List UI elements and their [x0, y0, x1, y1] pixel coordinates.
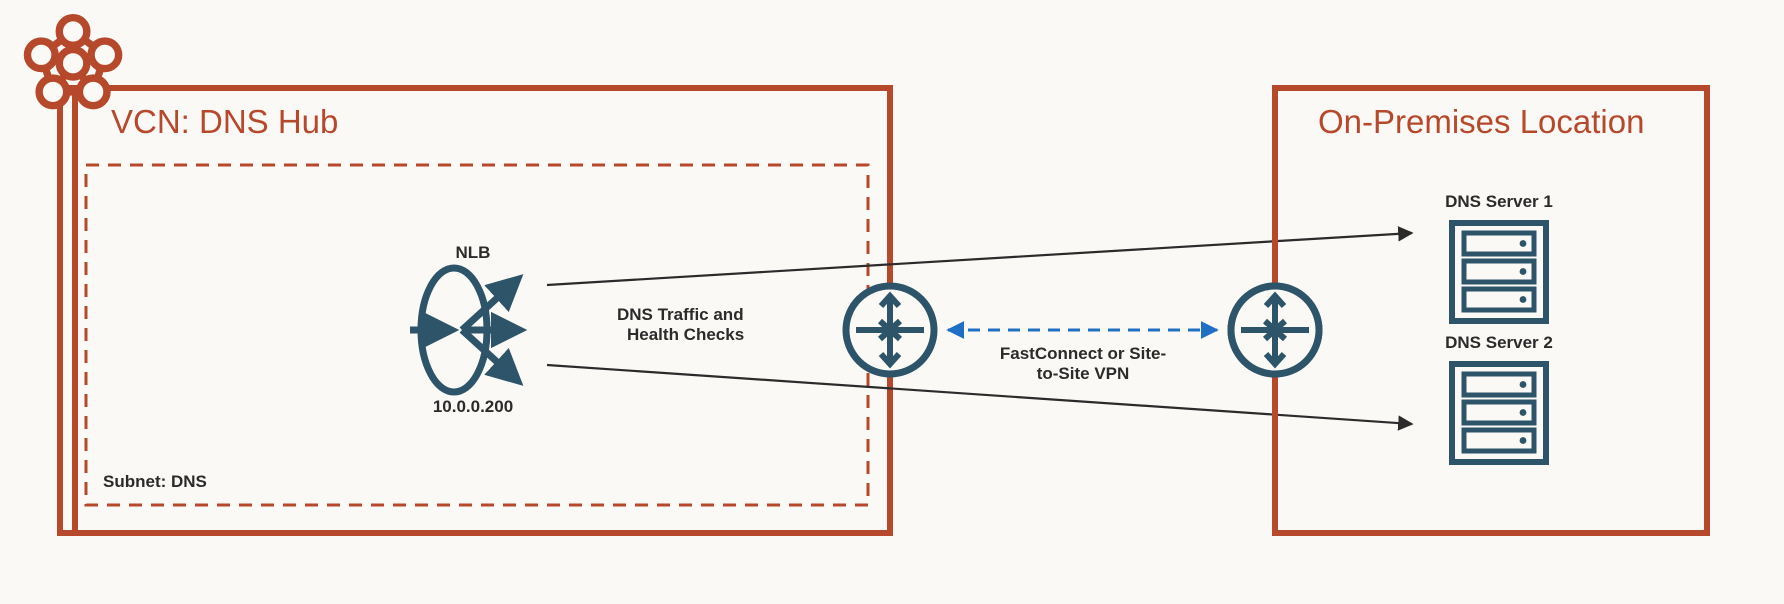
server-rack-icon — [1449, 220, 1549, 324]
server-led — [1519, 437, 1527, 444]
server-led — [1519, 409, 1527, 416]
dns-server-2[interactable]: DNS Server 2 — [1445, 333, 1553, 465]
connector-nlb-to-dns-server-2 — [546, 363, 1414, 431]
subnet-label: Subnet: DNS — [103, 472, 207, 491]
nlb-ip-address: 10.0.0.200 — [433, 397, 513, 416]
server-rack-slot — [1461, 371, 1537, 398]
server-led — [1519, 268, 1527, 275]
dns-traffic-label-line2: Health Checks — [627, 325, 744, 344]
server-rack-slot — [1461, 427, 1537, 454]
server-led — [1519, 240, 1527, 247]
nlb-label: NLB — [456, 243, 491, 262]
vpn-label-line1: FastConnect or Site- — [1000, 344, 1166, 363]
router-icon — [856, 291, 924, 369]
vcn-title: VCN: DNS Hub — [111, 103, 338, 140]
onprem-edge-router-overlay[interactable] — [1227, 282, 1323, 378]
network-load-balancer-icon — [410, 264, 528, 396]
server-rack-icon — [1449, 361, 1549, 465]
dns-server-1-label: DNS Server 1 — [1445, 192, 1553, 211]
connector-nlb-to-dns-server-1 — [546, 226, 1414, 287]
server-led — [1519, 296, 1527, 303]
vcn-edge-router[interactable] — [842, 282, 938, 378]
server-rack-slot — [1461, 230, 1537, 257]
nlb-node[interactable]: NLB 10.0.0.200 — [410, 243, 528, 416]
server-led — [1519, 381, 1527, 388]
server-rack-slot — [1461, 258, 1537, 285]
dns-traffic-label-line1: DNS Traffic and — [617, 305, 744, 324]
server-rack-slot — [1461, 399, 1537, 426]
server-rack-slot — [1461, 286, 1537, 313]
onpremises-title: On-Premises Location — [1318, 103, 1644, 140]
dns-traffic-label: DNS Traffic and Health Checks — [617, 305, 744, 344]
dns-server-2-label: DNS Server 2 — [1445, 333, 1553, 352]
vpn-label-line2: to-Site VPN — [1037, 364, 1130, 383]
router-icon — [1241, 291, 1309, 369]
fastconnect-vpn-link: FastConnect or Site- to-Site VPN — [946, 321, 1219, 383]
vcn-network-icon — [23, 14, 123, 110]
dns-server-1[interactable]: DNS Server 1 — [1445, 192, 1553, 324]
dns-traffic-connectors — [546, 226, 1414, 431]
